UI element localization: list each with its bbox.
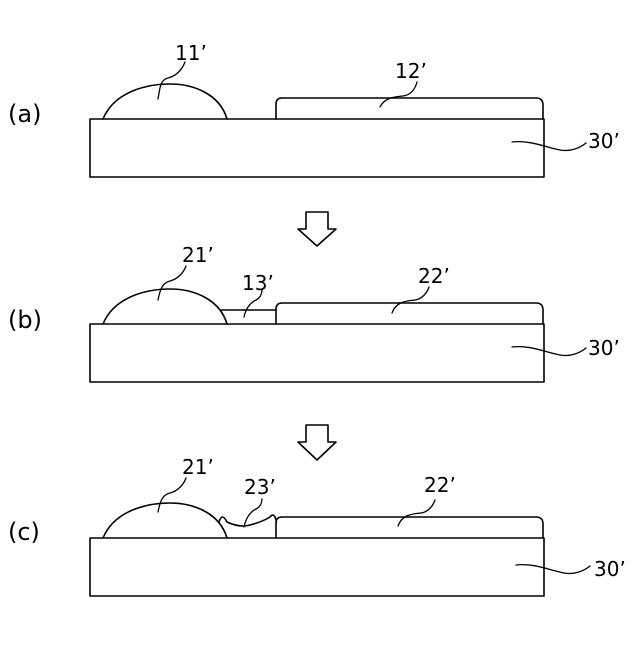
panel-b: (b) 21’ 13’ 22’ 30’ (8, 243, 620, 382)
leader-substrate-c (516, 565, 590, 574)
leader-dome-c (158, 478, 186, 512)
substrate-label-c: 30’ (594, 557, 626, 581)
hollow-down-arrow-icon (298, 425, 336, 460)
leader-pad-a (380, 82, 417, 107)
gap-label-c: 23’ (244, 475, 276, 499)
pad-c (276, 517, 543, 538)
pad-label-c: 22’ (424, 473, 456, 497)
dome-label-c: 21’ (182, 455, 214, 479)
substrate-a (90, 119, 544, 177)
gap-label-b: 13’ (242, 271, 274, 295)
leader-pad-b (392, 287, 429, 313)
leader-substrate-a (512, 142, 586, 151)
dome-b (103, 289, 227, 324)
pad-label-a: 12’ (395, 59, 427, 83)
panel-a: (a) 11’ 12’ 30’ (8, 41, 620, 177)
leader-pad-c (398, 500, 435, 526)
substrate-b (90, 324, 544, 382)
leader-substrate-b (512, 347, 586, 356)
step-label-c: (c) (8, 518, 40, 546)
dome-a (103, 84, 227, 119)
step-label-b: (b) (8, 306, 42, 334)
dome-label-b: 21’ (182, 243, 214, 267)
pad-label-b: 22’ (418, 264, 450, 288)
leader-dome-a (158, 62, 185, 99)
dome-label-a: 11’ (175, 41, 207, 65)
pad-a (276, 98, 543, 119)
substrate-label-a: 30’ (588, 129, 620, 153)
leader-dome-b (158, 266, 186, 300)
panel-c: (c) 21’ 23’ 22’ 30’ (8, 455, 626, 596)
substrate-c (90, 538, 544, 596)
pad-b (276, 303, 543, 324)
step-label-a: (a) (8, 100, 41, 128)
substrate-label-b: 30’ (588, 336, 620, 360)
dome-c (103, 503, 227, 538)
hollow-down-arrow-icon (298, 212, 336, 246)
